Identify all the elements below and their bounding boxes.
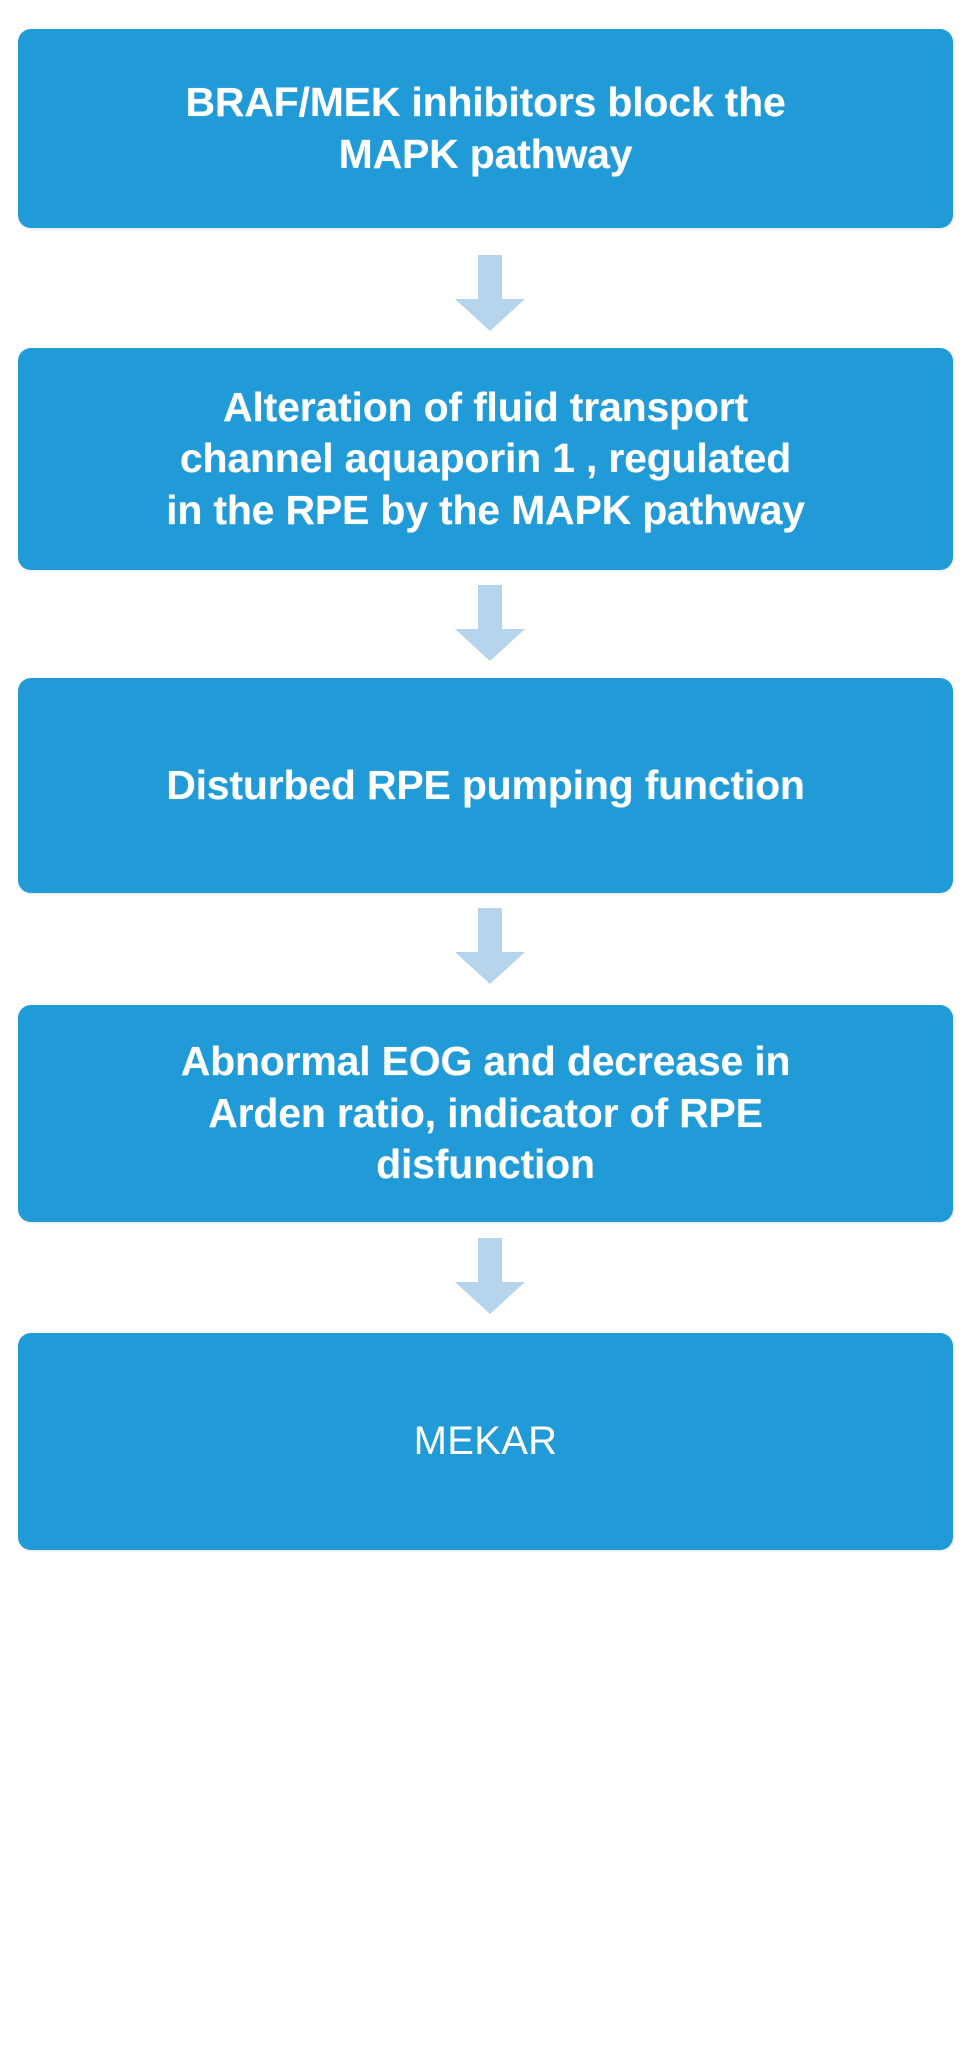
node-label: MEKAR xyxy=(413,1419,558,1464)
node-label: BRAF/MEK inhibitors block the MAPK pathw… xyxy=(185,78,786,177)
down-arrow-icon xyxy=(455,585,525,661)
flowchart-node-disturbed-rpe-pumping: Disturbed RPE pumping function xyxy=(18,678,953,893)
flowchart-node-aquaporin-alteration: Alteration of fluid transport channel aq… xyxy=(18,348,953,570)
flowchart-node-mekar: MEKAR xyxy=(18,1333,953,1550)
down-arrow-icon xyxy=(455,255,525,331)
flowchart-node-abnormal-eog-arden-ratio: Abnormal EOG and decrease in Arden ratio… xyxy=(18,1005,953,1222)
down-arrow-icon xyxy=(455,1238,525,1314)
node-label: Disturbed RPE pumping function xyxy=(166,761,805,808)
flowchart-node-braf-mek-inhibitors: BRAF/MEK inhibitors block the MAPK pathw… xyxy=(18,29,953,228)
down-arrow-icon xyxy=(455,908,525,984)
node-label: Abnormal EOG and decrease in Arden ratio… xyxy=(180,1038,791,1188)
node-label: Alteration of fluid transport channel aq… xyxy=(166,383,805,533)
